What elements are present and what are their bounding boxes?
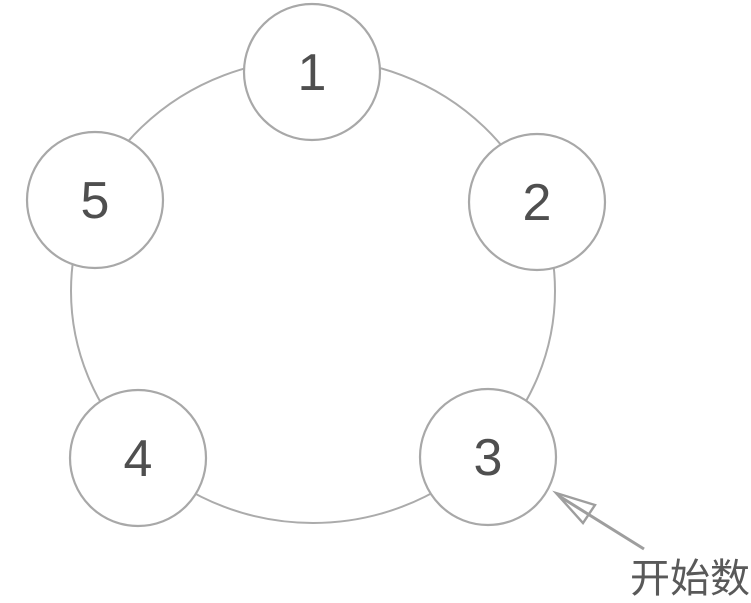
arrow-shaft — [558, 494, 645, 551]
arrow-head-icon — [552, 490, 597, 525]
node-2-label: 2 — [523, 174, 552, 232]
node-4-circle — [68, 388, 208, 528]
node-3-label: 3 — [474, 429, 503, 487]
node-3: 3 — [418, 387, 558, 527]
node-5-label: 5 — [81, 172, 110, 230]
node-1-circle — [242, 2, 382, 142]
node-2-circle — [467, 132, 607, 272]
node-5: 5 — [25, 130, 165, 270]
node-4: 4 — [68, 388, 208, 528]
node-3-circle — [418, 387, 558, 527]
start-arrow — [552, 490, 645, 551]
node-4-label: 4 — [124, 430, 153, 488]
node-5-circle — [25, 130, 165, 270]
node-1-label: 1 — [298, 44, 327, 102]
node-2: 2 — [467, 132, 607, 272]
node-1: 1 — [242, 2, 382, 142]
annotation-label: 开始数 — [630, 557, 750, 601]
